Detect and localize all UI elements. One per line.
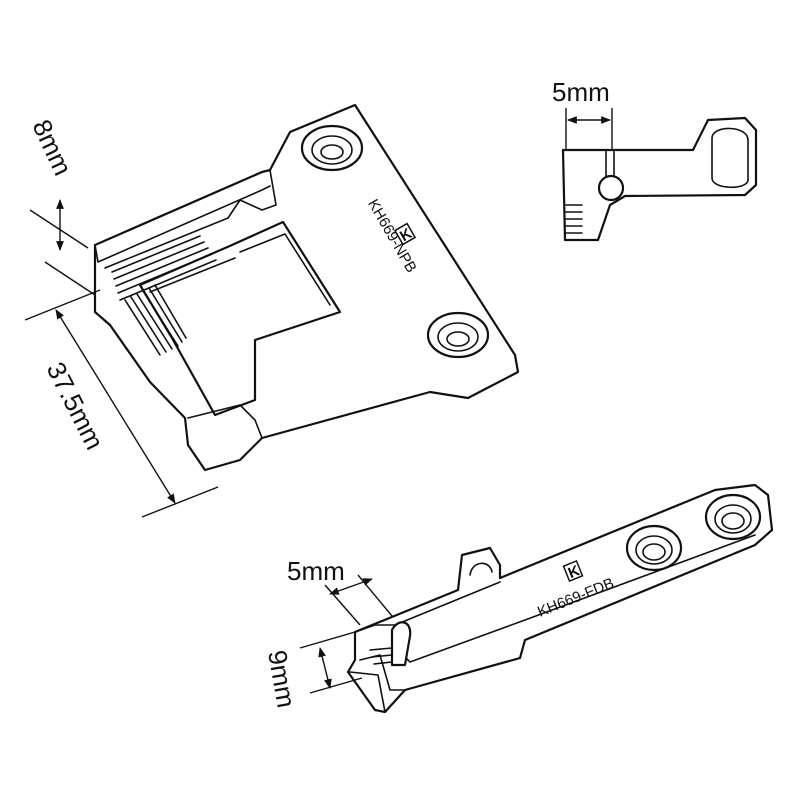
side-profile-pin <box>597 174 625 202</box>
dimension-37-5mm-label: 37.5mm <box>41 357 110 454</box>
feed-dog-bar-tooth <box>390 621 412 667</box>
dimension-bar-height: 9mm <box>262 631 363 710</box>
side-profile <box>561 116 758 242</box>
dimension-top-5mm-label: 5mm <box>552 77 610 107</box>
side-profile-body <box>561 116 758 242</box>
feed-dog-logo: K <box>562 559 584 582</box>
feed-dog-bar-front <box>349 624 406 713</box>
dimension-top-width: 5mm <box>552 77 613 150</box>
dimension-8mm-label: 8mm <box>27 115 79 180</box>
side-profile-notch <box>711 127 749 189</box>
needle-plate-side-edge <box>94 185 271 263</box>
dimension-plate-thickness: 8mm <box>27 115 96 296</box>
feed-dog-screw-hole-2 <box>704 493 762 541</box>
feed-dog-screw-hole-1 <box>625 524 683 572</box>
needle-plate-logo: K <box>393 222 417 246</box>
needle-plate-bottom-lip <box>187 404 263 439</box>
needle-plate: KH669-NPB K <box>93 103 520 472</box>
needle-plate-screw-hole-top <box>300 124 364 172</box>
needle-plate-ridge <box>104 169 277 269</box>
side-profile-teeth <box>565 204 583 234</box>
needle-plate-slot-inner <box>149 233 331 306</box>
needle-plate-screw-hole-bottom <box>426 311 490 359</box>
feed-dog-bar-teeth <box>369 647 393 665</box>
dimension-bar-5mm-label: 5mm <box>287 556 345 586</box>
feed-dog-bar: KH669-FDB K <box>346 483 774 714</box>
feed-dog-bar-hook <box>469 562 493 576</box>
dimension-bar-width: 5mm <box>287 556 393 626</box>
dimension-9mm-label: 9mm <box>262 648 302 710</box>
